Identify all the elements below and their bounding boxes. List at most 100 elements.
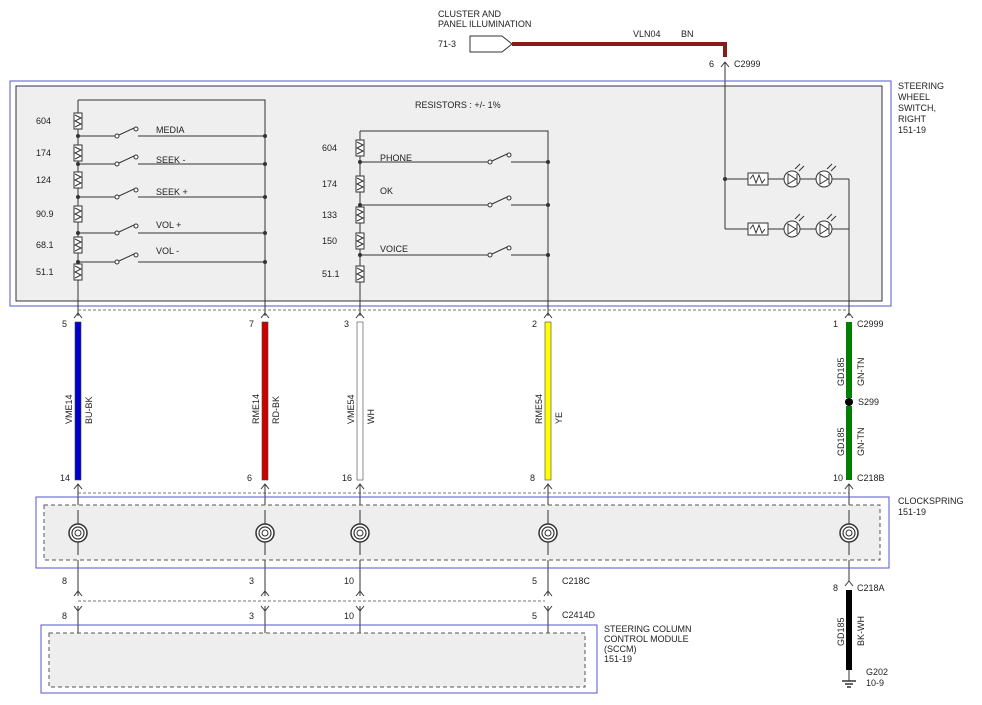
switch-contact-icon bbox=[491, 246, 508, 255]
switch-contact-icon bbox=[118, 127, 135, 136]
wire-vme54: 3VME54WH161010SYNCPWR bbox=[342, 312, 376, 662]
wire-color: BU-BK bbox=[84, 396, 94, 424]
wire-color: WH bbox=[366, 409, 376, 424]
sccm-ref: 151-19 bbox=[604, 654, 632, 664]
wire-segment bbox=[356, 321, 364, 481]
wire-segment bbox=[261, 321, 269, 481]
connector-arrow bbox=[543, 590, 553, 597]
wire-sccm-pin: 5 bbox=[532, 611, 537, 621]
wire-bottom-pin: 14 bbox=[60, 473, 70, 483]
clockspring-coils bbox=[68, 510, 859, 555]
wire-top-pin: 7 bbox=[249, 319, 254, 329]
splice-label: S299 bbox=[858, 397, 879, 407]
source-ref: 71-3 bbox=[438, 39, 456, 49]
switch-label: OK bbox=[380, 186, 393, 196]
wire-sccm-pin: 10 bbox=[344, 611, 354, 621]
ground-ref: 10-9 bbox=[866, 678, 884, 688]
led-icon bbox=[815, 220, 833, 238]
left-resistor-value: 124 bbox=[36, 175, 51, 185]
ground-cs-pin: 8 bbox=[833, 583, 838, 593]
left-resistor-value: 68.1 bbox=[36, 240, 54, 250]
connector-arrow bbox=[260, 590, 270, 597]
switch-label: MEDIA bbox=[156, 125, 185, 135]
wire-top-pin: 3 bbox=[344, 319, 349, 329]
wire-cs-pin: 10 bbox=[344, 576, 354, 586]
ground-black-circuit: GD185 bbox=[836, 617, 846, 646]
wire-color: RD-BK bbox=[271, 396, 281, 424]
switch-contact-icon bbox=[118, 155, 135, 164]
signal-wires: 5VME14BU-BK1488AUDIOPWR7RME14RD-BK633AUD… bbox=[60, 312, 564, 662]
source-wire bbox=[512, 42, 727, 57]
ground-upper-color: GN-TN bbox=[856, 358, 866, 387]
switch-ref: 151-19 bbox=[898, 125, 926, 135]
right-resistor-value: 51.1 bbox=[322, 269, 340, 279]
resistor-note: RESISTORS : +/- 1% bbox=[415, 100, 501, 110]
clockspring-inner bbox=[43, 504, 881, 561]
wire-bottom-pin: 8 bbox=[530, 473, 535, 483]
sccm-name-line1: STEERING COLUMN bbox=[604, 624, 692, 634]
wire-sccm-pin: 3 bbox=[249, 611, 254, 621]
right-resistor-value: 604 bbox=[322, 143, 337, 153]
sccm-name-line3: (SCCM) bbox=[604, 644, 637, 654]
ground-top-pin: 1 bbox=[833, 319, 838, 329]
wire-circuit: VME14 bbox=[64, 394, 74, 424]
wire-circuit: VME54 bbox=[346, 394, 356, 424]
ground-upper-wire bbox=[846, 322, 852, 398]
right-resistor-value: 174 bbox=[322, 179, 337, 189]
switch-contact-icon bbox=[118, 188, 135, 197]
clockspring-outer bbox=[35, 496, 890, 569]
connector-arrow bbox=[73, 590, 83, 597]
switch-label: VOICE bbox=[380, 244, 408, 254]
ground-name: G202 bbox=[866, 667, 888, 677]
wire-rme54: 2RME54YE855SYNCRTN bbox=[530, 312, 564, 662]
source-title-line1: CLUSTER AND bbox=[438, 9, 502, 19]
switch-label: VOL - bbox=[156, 246, 179, 256]
illumination-circuit bbox=[723, 86, 850, 316]
switch-contact-icon bbox=[491, 153, 508, 162]
sccm-name-line2: CONTROL MODULE bbox=[604, 634, 689, 644]
switch-label: SEEK + bbox=[156, 187, 188, 197]
switch-contact-icon bbox=[118, 253, 135, 262]
wire-circuit: RME14 bbox=[251, 394, 261, 424]
ground-black-wire bbox=[846, 590, 852, 670]
wire-top-pin: 2 bbox=[532, 319, 537, 329]
switch-label: PHONE bbox=[380, 153, 412, 163]
switch-name-line2: WHEEL bbox=[898, 92, 930, 102]
left-resistor-value: 90.9 bbox=[36, 209, 54, 219]
switch-module-inner bbox=[15, 85, 883, 302]
right-resistor-value: 150 bbox=[322, 236, 337, 246]
ground-lower-circuit: GD185 bbox=[836, 427, 846, 456]
ground-bottom-pin: 10 bbox=[833, 473, 843, 483]
source-connector: C2999 bbox=[734, 59, 761, 69]
wire-sccm-pin: 8 bbox=[62, 611, 67, 621]
ground-black-color: BK-WH bbox=[856, 616, 866, 646]
led-icon bbox=[783, 220, 801, 238]
left-resistor-value: 51.1 bbox=[36, 267, 54, 277]
connector-arrow bbox=[355, 590, 365, 597]
wire-color: YE bbox=[554, 412, 564, 424]
wire-cs-pin: 3 bbox=[249, 576, 254, 586]
wire-top-pin: 5 bbox=[62, 319, 67, 329]
switch-contact-icon bbox=[118, 224, 135, 233]
source-pin: 6 bbox=[709, 59, 714, 69]
source-circuit: VLN04 bbox=[633, 29, 661, 39]
connector-c2414d-label: C2414D bbox=[562, 610, 596, 620]
clockspring-ref: 151-19 bbox=[898, 507, 926, 517]
connector-arrow bbox=[73, 312, 83, 319]
ground-lower-wire bbox=[846, 406, 852, 480]
ground-wire: 1 C2999 GD185 GN-TN S299 GD185 GN-TN 10 … bbox=[833, 312, 888, 688]
connector-arrow bbox=[543, 312, 553, 319]
left-resistor-value: 174 bbox=[36, 148, 51, 158]
splice-dot bbox=[845, 398, 853, 406]
connector-arrow bbox=[355, 312, 365, 319]
connector-arrow bbox=[260, 312, 270, 319]
wire-segment bbox=[74, 321, 82, 481]
wire-circuit: RME54 bbox=[534, 394, 544, 424]
ground-upper-circuit: GD185 bbox=[836, 357, 846, 386]
wire-cs-pin: 8 bbox=[62, 576, 67, 586]
switch-name-line4: RIGHT bbox=[898, 114, 927, 124]
